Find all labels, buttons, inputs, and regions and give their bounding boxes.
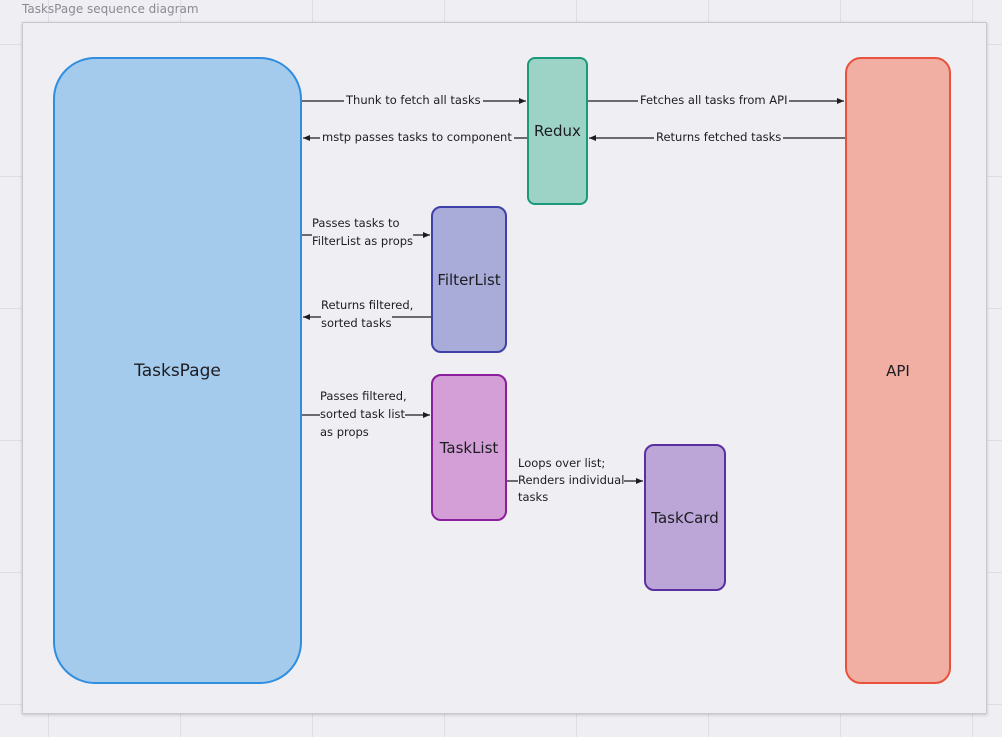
edge-label-line: sorted task list	[320, 406, 406, 423]
edge-label-line: Renders individual	[518, 472, 625, 489]
edge-label-line: Passes tasks to	[312, 215, 400, 232]
edge-label-line: Passes filtered,	[320, 388, 407, 405]
edge-label-line: Returns filtered,	[321, 297, 414, 314]
edge-label-line: sorted tasks	[321, 315, 392, 332]
edge-label-returns-fetched: Returns fetched tasks	[654, 129, 784, 146]
edge-label-line: FilterList as props	[312, 233, 414, 250]
edge-label-line: tasks	[518, 489, 549, 506]
edge-label-line: as props	[320, 424, 369, 441]
node-taskcard[interactable]: TaskCard	[644, 444, 726, 591]
edge-label-mstp: mstp passes tasks to component	[320, 129, 514, 146]
edge-label-line: Loops over list;	[518, 455, 606, 472]
edge-label-fetches: Fetches all tasks from API	[638, 92, 790, 109]
node-api[interactable]: API	[845, 57, 951, 684]
edge-label-thunk: Thunk to fetch all tasks	[344, 92, 483, 109]
frame-title: TasksPage sequence diagram	[22, 2, 199, 16]
